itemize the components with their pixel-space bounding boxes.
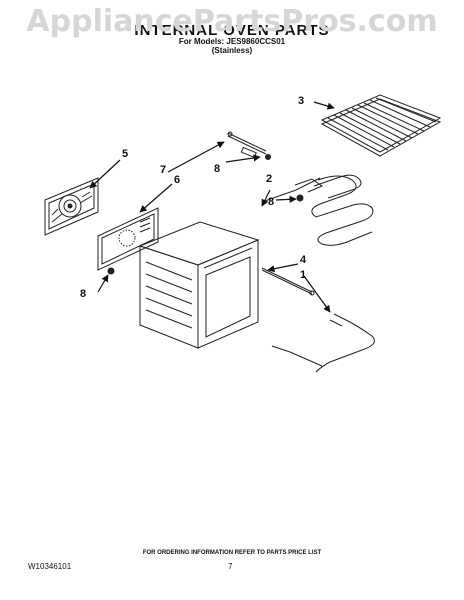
light-socket (227, 131, 267, 159)
oven-rack (320, 94, 442, 157)
screw-right (296, 194, 304, 202)
broil-element (261, 174, 374, 246)
callout-6: 6 (174, 174, 180, 186)
callout-8-right: 8 (268, 196, 274, 208)
screw-left (107, 267, 115, 275)
callout-1: 1 (300, 269, 306, 281)
callout-4: 4 (300, 254, 307, 266)
callout-7: 7 (160, 164, 166, 176)
convection-fan-assembly (44, 177, 99, 236)
callout-2: 2 (266, 173, 272, 185)
callout-5: 5 (122, 148, 128, 160)
page-title: INTERNAL OVEN PARTS (134, 22, 330, 39)
callout-8-left: 8 (80, 288, 86, 300)
callout-8-top: 8 (214, 163, 220, 175)
bake-element (271, 313, 375, 373)
ordering-note: FOR ORDERING INFORMATION REFER TO PARTS … (142, 550, 322, 556)
screw-top (265, 154, 271, 160)
page-number: 7 (228, 562, 233, 571)
callout-3: 3 (298, 95, 304, 107)
convection-cover (97, 207, 159, 271)
variant-line: (Stainless) (211, 46, 253, 55)
oven-cavity (138, 221, 260, 349)
leader-lines (89, 101, 335, 313)
model-info: For Models: JES9860CCS01 (Stainless) (0, 37, 464, 55)
models-line: For Models: JES9860CCS01 (178, 37, 286, 46)
oven-sensor (261, 267, 315, 296)
document-number: W10346101 (28, 562, 72, 571)
